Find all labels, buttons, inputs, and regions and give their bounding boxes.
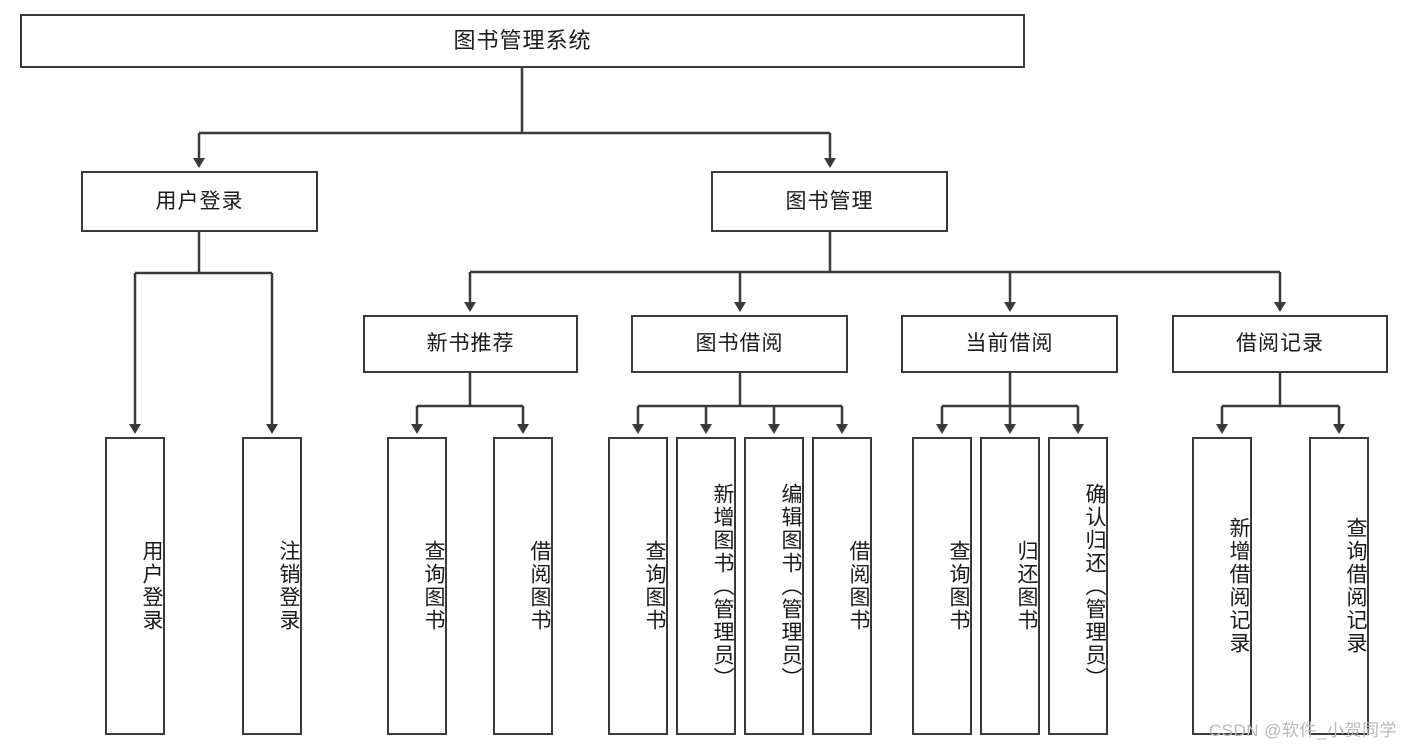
leaf-current-borrow-return[interactable]: 归还图书 — [980, 437, 1040, 735]
leaf-new-book-query[interactable]: 查询图书 — [387, 437, 447, 735]
node-label: 编辑图书（管理员） — [779, 482, 802, 690]
node-label: 图书管理系统 — [453, 27, 592, 53]
node-current-borrow[interactable]: 当前借阅 — [901, 315, 1118, 373]
node-user-login[interactable]: 用户登录 — [81, 171, 318, 232]
node-book-management[interactable]: 图书管理 — [711, 171, 948, 232]
node-label: 借阅图书 — [847, 540, 870, 632]
watermark-text: CSDN @软件_小贺同学 — [1208, 721, 1397, 740]
node-label: 注销登录 — [277, 540, 300, 632]
node-book-borrow[interactable]: 图书借阅 — [631, 315, 848, 373]
node-label: 确认归还（管理员） — [1083, 482, 1106, 690]
node-label: 用户登录 — [155, 189, 244, 213]
node-label: 借阅记录 — [1236, 332, 1324, 356]
node-label: 用户登录 — [140, 540, 163, 632]
leaf-user-login-logout[interactable]: 注销登录 — [242, 437, 302, 735]
node-label: 新书推荐 — [426, 332, 515, 356]
leaf-book-borrow-query[interactable]: 查询图书 — [608, 437, 668, 735]
node-label: 查询借阅记录 — [1344, 517, 1367, 655]
leaf-user-login-login[interactable]: 用户登录 — [105, 437, 165, 735]
node-label: 归还图书 — [1015, 540, 1038, 632]
node-label: 图书管理 — [785, 189, 874, 213]
node-borrow-record[interactable]: 借阅记录 — [1172, 315, 1388, 373]
node-label: 图书借阅 — [695, 332, 784, 356]
leaf-book-borrow-edit-admin[interactable]: 编辑图书（管理员） — [744, 437, 804, 735]
leaf-borrow-record-query[interactable]: 查询借阅记录 — [1309, 437, 1369, 735]
node-label: 查询图书 — [947, 540, 970, 632]
node-label: 借阅图书 — [528, 540, 551, 632]
node-label: 查询图书 — [422, 540, 445, 632]
node-label: 查询图书 — [643, 540, 666, 632]
leaf-current-borrow-query[interactable]: 查询图书 — [912, 437, 972, 735]
node-label: 新增借阅记录 — [1227, 517, 1250, 655]
node-root-book-management-system[interactable]: 图书管理系统 — [20, 14, 1025, 68]
leaf-book-borrow-add-admin[interactable]: 新增图书（管理员） — [676, 437, 736, 735]
node-new-book-recommend[interactable]: 新书推荐 — [363, 315, 578, 373]
node-label: 新增图书（管理员） — [711, 482, 734, 690]
leaf-current-borrow-confirm-admin[interactable]: 确认归还（管理员） — [1048, 437, 1108, 735]
node-label: 当前借阅 — [965, 332, 1054, 356]
leaf-new-book-borrow[interactable]: 借阅图书 — [493, 437, 553, 735]
leaf-book-borrow-borrow[interactable]: 借阅图书 — [812, 437, 872, 735]
leaf-borrow-record-add[interactable]: 新增借阅记录 — [1192, 437, 1252, 735]
